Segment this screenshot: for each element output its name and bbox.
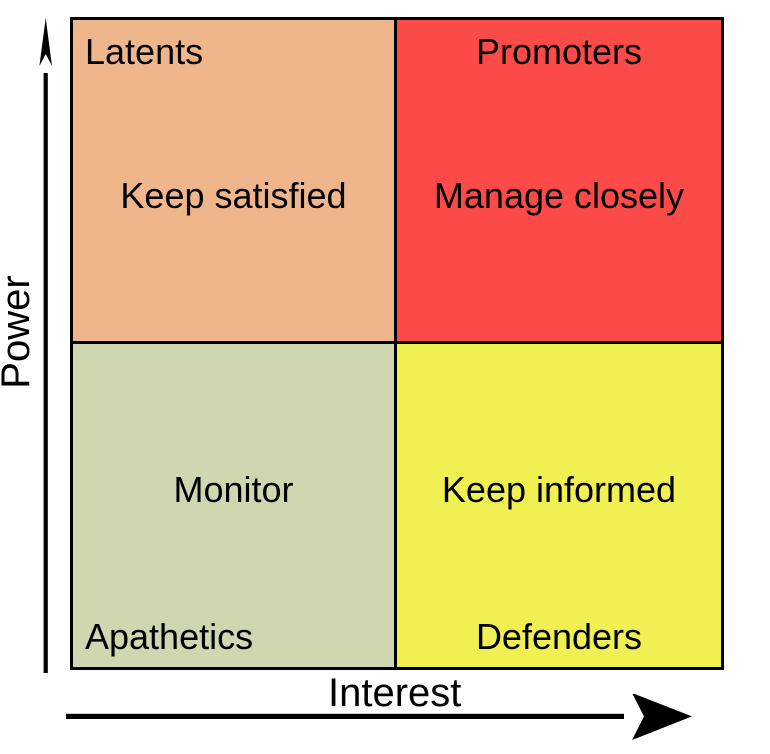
quadrant-action-label-keep-satisfied: Keep satisfied (120, 175, 347, 216)
quadrant-grid: Latents Keep satisfied Promoters Manage … (70, 17, 724, 670)
quadrant-top-right[interactable]: Promoters Manage closely (397, 20, 721, 344)
right-arrow-icon (66, 694, 692, 740)
quadrant-action-label-keep-informed: Keep informed (441, 468, 677, 510)
up-arrow-icon (39, 18, 52, 673)
quadrant-bottom-left[interactable]: Monitor Apathetics (73, 343, 397, 667)
quadrant-stakeholder-label-apathetics: Apathetics (85, 616, 254, 657)
quadrant-action-label-monitor: Monitor (173, 468, 294, 510)
quadrant-stakeholder-label-promoters: Promoters (475, 31, 643, 72)
quadrant-bottom-right[interactable]: Keep informed Defenders (397, 343, 721, 667)
x-axis-label-interest: Interest (328, 671, 462, 715)
quadrant-top-left[interactable]: Latents Keep satisfied (73, 20, 397, 344)
quadrant-action-label-manage-closely: Manage closely (433, 175, 685, 216)
y-axis-label-power: Power (0, 275, 38, 389)
quadrant-stakeholder-label-defenders: Defenders (475, 616, 643, 657)
quadrant-stakeholder-label-latents: Latents (85, 31, 204, 72)
